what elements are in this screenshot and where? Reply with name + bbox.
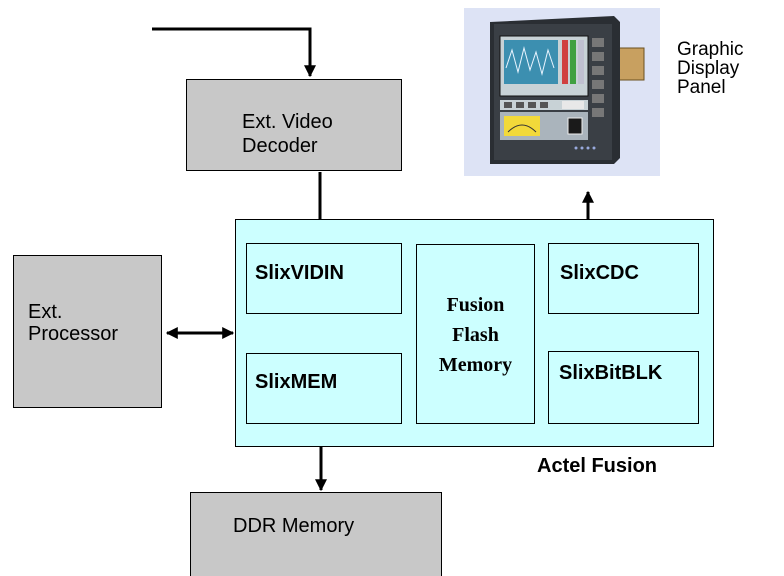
fusion-flash-memory-block: Fusion Flash Memory: [416, 244, 535, 424]
video-decoder-label-line2: Decoder: [242, 135, 318, 157]
display-panel-label-line3: Panel: [677, 77, 726, 98]
fusion-flash-label-line3: Memory: [438, 354, 513, 376]
fusion-flash-label-line2: Flash: [452, 324, 499, 346]
slix-bitblk-block: SlixBitBLK: [548, 351, 699, 424]
slix-bitblk-label: SlixBitBLK: [559, 362, 663, 384]
ddr-memory-label: DDR Memory: [233, 515, 355, 537]
slix-mem-label: SlixMEM: [255, 371, 338, 393]
processor-label-line2: Processor: [28, 323, 119, 345]
fpga-label: Actel Fusion: [537, 455, 658, 477]
slix-cdc-label: SlixCDC: [560, 262, 639, 284]
slix-vidin-block: SlixVIDIN: [246, 243, 402, 314]
video-decoder-label-line1: Ext. Video: [242, 111, 333, 133]
ddr-memory-block: DDR Memory: [190, 492, 442, 576]
display-panel-label-line1: Graphic: [677, 39, 744, 60]
slix-vidin-label: SlixVIDIN: [255, 262, 344, 284]
slix-cdc-block: SlixCDC: [548, 243, 699, 314]
video-decoder-block: Ext. Video Decoder: [186, 79, 402, 171]
processor-label-line1: Ext.: [28, 301, 63, 323]
fusion-flash-label-line1: Fusion: [446, 294, 505, 316]
display-panel-label-line2: Display: [677, 58, 740, 79]
processor-block: Ext. Processor: [13, 255, 162, 408]
video-input-arrow: [152, 27, 316, 78]
display-panel-image: [464, 8, 660, 176]
slix-mem-block: SlixMEM: [246, 353, 402, 424]
